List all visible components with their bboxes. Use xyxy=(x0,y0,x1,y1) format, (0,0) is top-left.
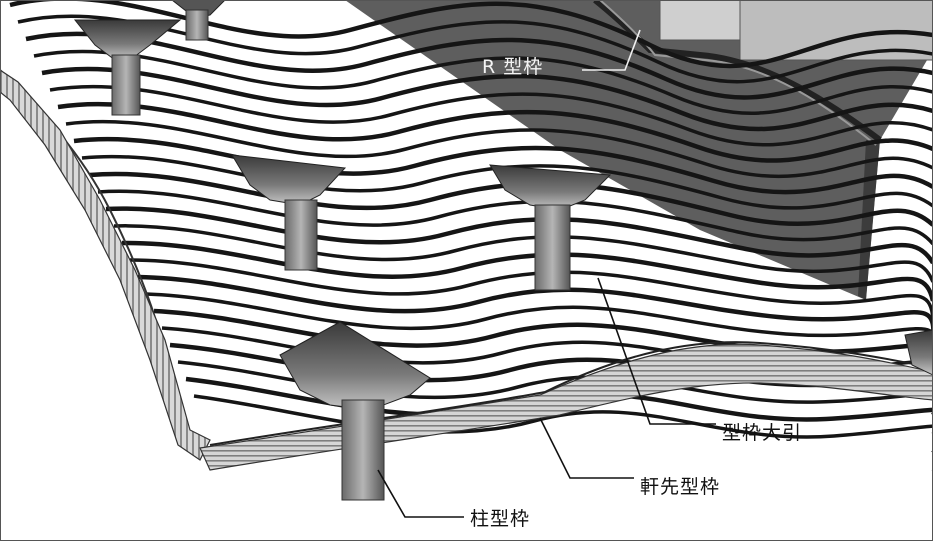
curve-line xyxy=(65,119,933,179)
leader-lines xyxy=(377,29,716,518)
curve-line xyxy=(9,0,933,69)
leader-main-beam xyxy=(597,277,716,425)
curve-line xyxy=(33,49,933,115)
label-eave-formwork: 軒先型枠 xyxy=(640,476,721,498)
column-funnel-top xyxy=(171,0,226,41)
column-funnel-front xyxy=(279,321,431,501)
curve-line xyxy=(41,66,933,132)
column-funnel-top-left xyxy=(73,19,182,116)
curve-line xyxy=(49,84,933,147)
curve-line xyxy=(121,240,933,302)
leader-column xyxy=(377,469,464,518)
column-funnel-mid-left xyxy=(231,154,347,271)
curve-line xyxy=(57,101,933,163)
curve-line xyxy=(129,258,933,321)
leader-eave xyxy=(539,417,634,479)
curve-line xyxy=(137,274,933,339)
curved-beam-lines xyxy=(9,0,933,472)
label-column-formwork: 柱型枠 xyxy=(470,508,531,530)
curve-line xyxy=(25,31,933,100)
column-funnel-right-edge xyxy=(904,329,933,376)
curve-line xyxy=(113,224,933,283)
leader-r-formwork xyxy=(582,29,641,71)
label-r-formwork: R 型枠 xyxy=(482,56,544,78)
column-funnel-mid-right xyxy=(489,164,612,291)
curve-line xyxy=(81,154,933,210)
label-main-beam-formwork: 型枠大引 xyxy=(722,422,803,444)
curve-line xyxy=(17,14,933,84)
